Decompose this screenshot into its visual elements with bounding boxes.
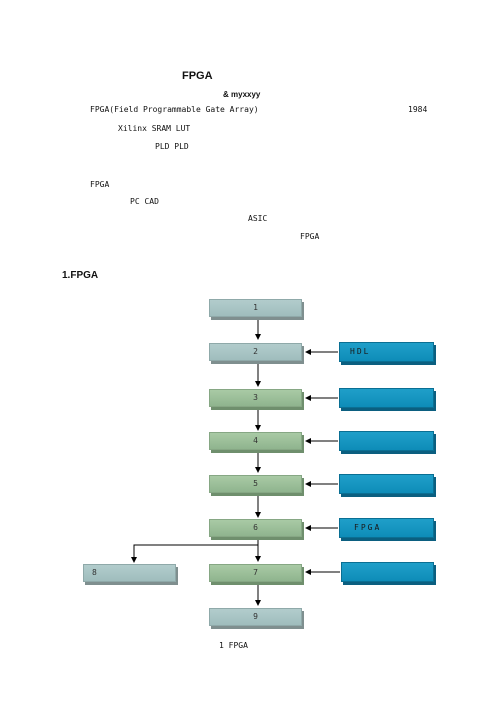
para2-line-2: PC CAD — [130, 197, 159, 206]
flow-step-6: 6 — [209, 519, 302, 537]
para2-line-1: FPGA — [90, 180, 110, 189]
page-title: FPGA — [182, 70, 213, 82]
flow-step-8: 8 — [83, 564, 176, 582]
flow-step-3: 3 — [209, 389, 302, 407]
flow-step-2: 2 — [209, 343, 302, 361]
intro-line-1-year: 1984 — [408, 105, 428, 114]
para2-line-4: FPGA — [300, 232, 320, 241]
byline: & myxxyy — [223, 90, 261, 99]
intro-line-1: FPGA(Field Programmable Gate Array) — [90, 105, 259, 114]
figure-caption: 1 FPGA — [219, 641, 248, 650]
input-box-hdl: HDL — [339, 342, 434, 362]
flow-step-9: 9 — [209, 608, 302, 626]
input-box-4 — [339, 474, 434, 494]
flow-step-7: 7 — [209, 564, 302, 582]
flow-step-1: 1 — [209, 299, 302, 317]
para2-line-3: ASIC — [248, 214, 268, 223]
input-box-2 — [339, 388, 434, 408]
input-box-fpga: FPGA — [339, 518, 434, 538]
input-box-6 — [341, 562, 434, 582]
section-heading: 1.FPGA — [62, 270, 99, 281]
input-box-3 — [339, 431, 434, 451]
flow-step-4: 4 — [209, 432, 302, 450]
intro-line-2: Xilinx SRAM LUT — [118, 124, 191, 133]
intro-line-3: PLD PLD — [155, 142, 189, 151]
flow-step-5: 5 — [209, 475, 302, 493]
